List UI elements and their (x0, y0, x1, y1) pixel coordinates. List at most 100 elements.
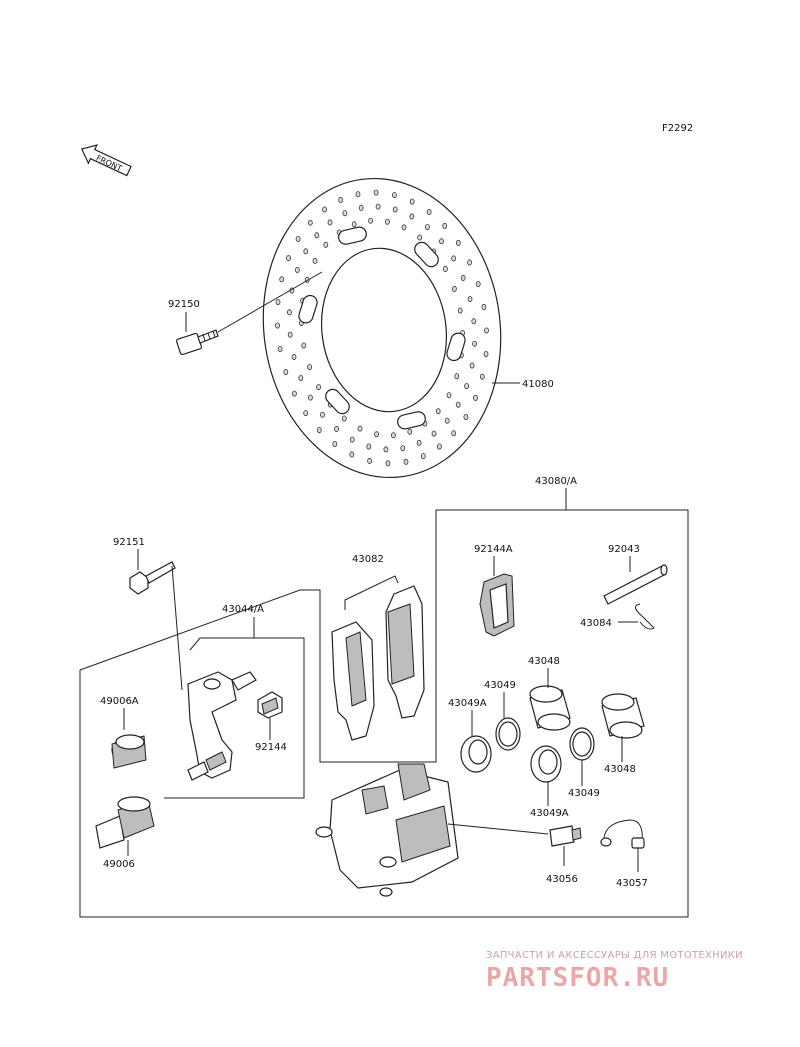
disc-hole (483, 350, 489, 357)
disc-hole (277, 346, 283, 353)
disc-hole (442, 265, 448, 272)
disc-hole (332, 440, 338, 447)
label-92144A: 92144A (474, 544, 513, 555)
disc-hole (301, 342, 307, 349)
leader-bleeder-axis (447, 823, 549, 835)
disc-hole (322, 206, 328, 213)
label-49006: 49006 (103, 859, 135, 870)
label-43049-lower: 43049 (568, 788, 600, 799)
pad-pin (603, 564, 668, 605)
disc-hole (279, 276, 285, 283)
disc-hole (320, 411, 325, 418)
disc-hole (463, 413, 469, 420)
disc-hole (407, 428, 413, 435)
label-92150: 92150 (168, 299, 200, 310)
brake-pad-right (385, 585, 425, 719)
disc-hole (314, 232, 320, 239)
disc-hole (400, 445, 406, 452)
disc-hole (455, 239, 461, 246)
disc-slot (298, 294, 318, 324)
disc-hole (366, 443, 372, 450)
disc-hole (469, 362, 475, 369)
disc-hole (392, 206, 398, 213)
label-43049A-lower: 43049A (530, 808, 569, 819)
disc-hole (349, 436, 355, 443)
disc-hole (390, 432, 396, 439)
seal-43049-right (569, 727, 595, 761)
slide-pin-boot (95, 796, 155, 849)
disc-hole (460, 274, 466, 281)
disc-hole (294, 266, 300, 273)
label-43057: 43057 (616, 878, 648, 889)
disc-slot (325, 388, 350, 415)
disc-hole (454, 373, 460, 380)
piston-right (601, 693, 645, 739)
disc-hole (451, 430, 457, 437)
disc-hole (367, 457, 373, 464)
disc-hole (391, 192, 397, 199)
label-43048-upper: 43048 (528, 656, 560, 667)
disc-slot (338, 226, 367, 245)
disc-hole (275, 322, 280, 329)
label-92151: 92151 (113, 537, 145, 548)
label-43049A-upper: 43049A (448, 698, 487, 709)
leader-bolt-axis (217, 271, 323, 333)
disc-hole (436, 443, 442, 450)
disc-hole (291, 390, 297, 397)
seal-43049-left (495, 717, 521, 751)
disc-hole (341, 415, 347, 422)
caliper-bolt (129, 561, 176, 595)
disc-hole (426, 208, 432, 215)
disc-hole (307, 219, 313, 226)
leader-92151-axis (171, 565, 183, 691)
disc-hole (286, 309, 292, 316)
disc-hole (342, 210, 348, 217)
disc-hole (451, 285, 457, 292)
front-arrow-icon: FRONT (80, 144, 132, 177)
disc-hole (303, 248, 309, 255)
disc-hole (475, 280, 481, 287)
pin-boot (111, 734, 147, 769)
disc-hole (323, 241, 329, 248)
disc-hole (420, 453, 426, 460)
disc-hole (374, 431, 380, 438)
label-43080A: 43080/A (535, 476, 577, 487)
disc-hole (275, 298, 281, 305)
disc-hole (316, 427, 322, 434)
disc-hole (355, 191, 361, 198)
disc-hole (384, 218, 390, 225)
disc-hole (471, 318, 477, 325)
disc-hole (481, 303, 487, 310)
label-92144: 92144 (255, 742, 287, 753)
disc-hole (312, 257, 318, 264)
disc-hole (435, 408, 441, 415)
label-49006A: 49006A (100, 696, 139, 707)
disc-slot (446, 332, 466, 362)
caliper-body (315, 763, 459, 897)
disc-hole (295, 235, 301, 242)
bleeder-cap (600, 819, 645, 849)
figure-code: F2292 (662, 123, 693, 134)
disc-hole (287, 331, 293, 338)
kit-frame (79, 509, 689, 918)
disc-hole (442, 222, 448, 229)
disc-hole (424, 224, 430, 231)
disc-hole (467, 296, 473, 303)
disc-hole (307, 394, 313, 401)
disc-hole (375, 203, 381, 210)
disc-hole (298, 375, 304, 382)
disc-hole (401, 224, 407, 231)
disc-hole (417, 234, 423, 241)
brake-pad-left (331, 621, 375, 741)
disc-hole (316, 384, 322, 391)
brake-disc (262, 177, 502, 479)
label-43048-lower: 43048 (604, 764, 636, 775)
leader-43082 (344, 575, 399, 610)
disc-hole (334, 425, 340, 432)
disc-hole (484, 327, 489, 334)
disc-hole (286, 255, 291, 262)
watermark: ЗАПЧАСТИ И АКСЕССУАРЫ ДЛЯ МОТОТЕХНИКИ PA… (486, 950, 786, 993)
bleeder-valve (549, 825, 582, 847)
disc-hole (409, 198, 415, 205)
